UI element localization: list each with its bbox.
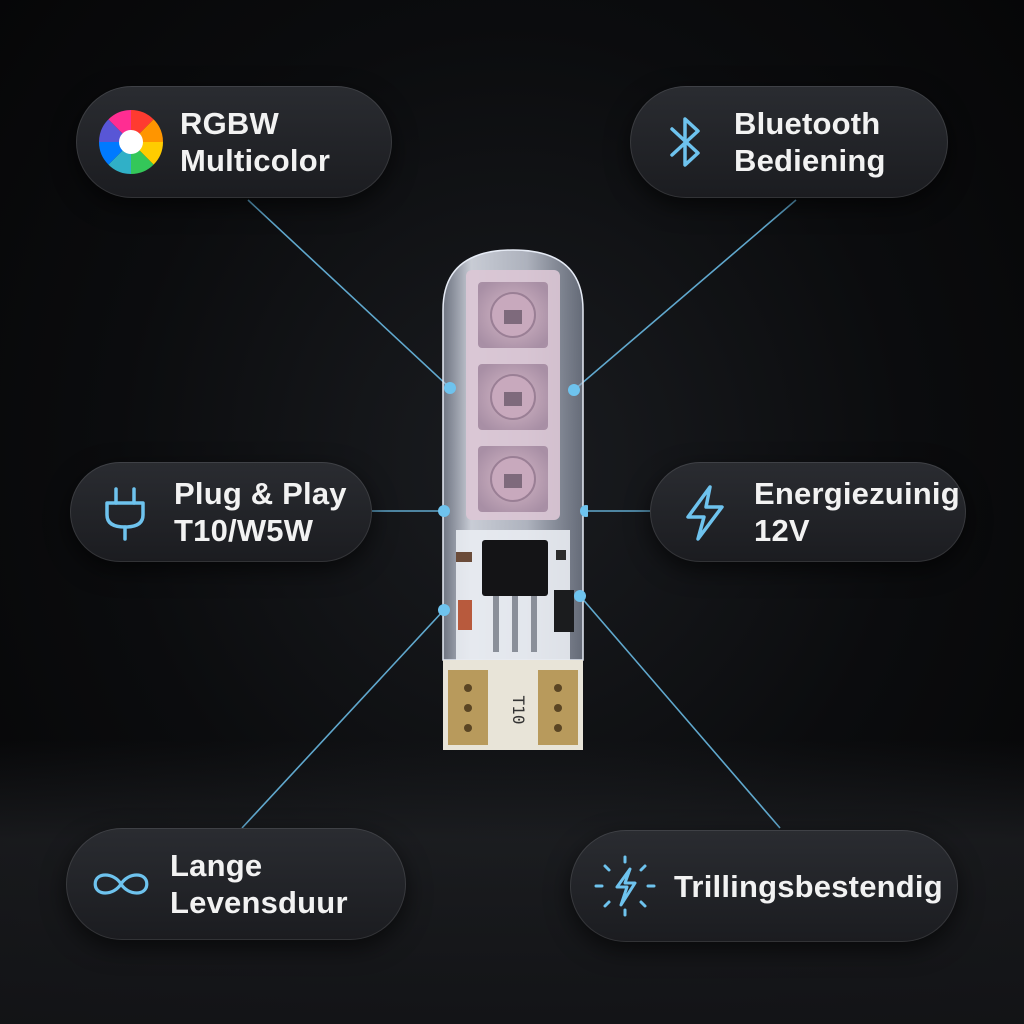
- feature-label: Energiezuinig 12V: [754, 476, 960, 548]
- feature-lifespan: Lange Levensduur: [66, 828, 406, 940]
- led-chips: [478, 282, 548, 512]
- connector-bluetooth: [573, 199, 797, 391]
- feature-label: RGBW Multicolor: [180, 106, 331, 178]
- connector-lifespan: [241, 609, 445, 829]
- feature-vibration: Trillingsbestendig: [570, 830, 958, 942]
- color-wheel-icon: [96, 107, 166, 177]
- infinity-icon: [86, 849, 156, 919]
- feature-label: Bluetooth Bediening: [734, 106, 886, 178]
- bluetooth-icon: [650, 107, 720, 177]
- feature-label: Lange Levensduur: [170, 848, 348, 920]
- feature-bluetooth: Bluetooth Bediening: [630, 86, 948, 198]
- feature-label: Plug & Play T10/W5W: [174, 476, 347, 548]
- lightning-icon: [670, 477, 740, 547]
- controller-chip: [482, 540, 548, 596]
- feature-energy: Energiezuinig 12V: [650, 462, 966, 562]
- feature-rgbw: RGBW Multicolor: [76, 86, 392, 198]
- t10-led-bulb: T10: [438, 249, 588, 750]
- connector-rgbw: [247, 199, 451, 389]
- base-label: T10: [509, 696, 528, 725]
- vibration-bolt-icon: [590, 851, 660, 921]
- feature-plug: Plug & Play T10/W5W: [70, 462, 372, 562]
- connector-vibration: [579, 595, 781, 829]
- plug-icon: [90, 477, 160, 547]
- feature-label: Trillingsbestendig: [674, 868, 943, 904]
